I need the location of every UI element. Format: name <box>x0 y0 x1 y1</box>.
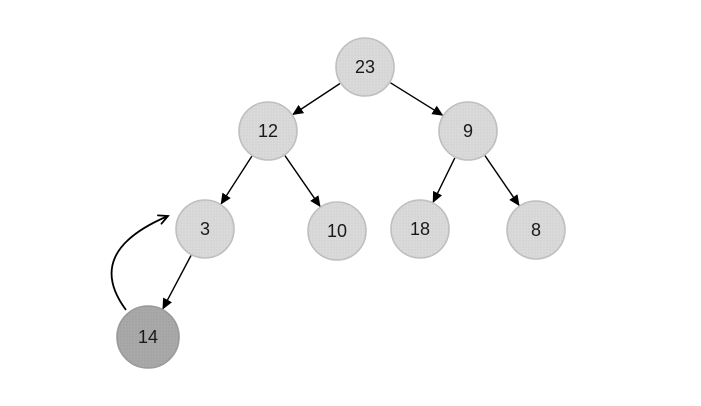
tree-node-label-12: 12 <box>258 121 278 141</box>
tree-node-23 <box>335 37 395 97</box>
tree-node-8 <box>506 200 566 260</box>
tree-node-label-10: 10 <box>327 221 347 241</box>
tree-node-label-3: 3 <box>200 219 210 239</box>
tree-node-label-23: 23 <box>355 57 375 77</box>
tree-node-10 <box>307 201 367 261</box>
swap-arrow <box>110 214 170 311</box>
tree-edge-n9-n8 <box>484 155 520 207</box>
tree-edge-n12-n10 <box>284 155 321 208</box>
tree-node-label-8: 8 <box>531 220 541 240</box>
tree-node-label-18: 18 <box>410 219 430 239</box>
tree-node-14 <box>116 305 180 369</box>
tree-node-label-9: 9 <box>463 121 473 141</box>
tree-edge-n23-n12 <box>292 82 341 116</box>
tree-edge-n23-n9 <box>390 82 444 116</box>
tree-node-9 <box>438 101 498 161</box>
tree-node-label-14: 14 <box>138 327 158 347</box>
tree-node-3 <box>175 199 235 259</box>
tree-edge-n9-n18 <box>432 157 456 203</box>
tree-edge-n3-n14 <box>162 255 192 310</box>
tree-node-12 <box>238 101 298 161</box>
tree-node-18 <box>390 199 450 259</box>
tree-edge-n12-n3 <box>220 155 253 205</box>
